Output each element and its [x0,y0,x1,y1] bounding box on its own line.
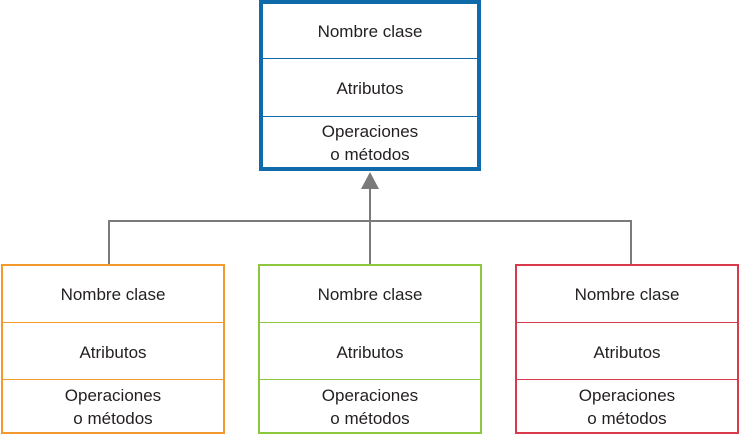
child-class-name: Nombre clase [60,284,166,304]
child-class-attributes: Atributos [79,342,147,362]
child-class-box-green: Nombre clase Atributos Operaciones o mét… [258,264,482,434]
child-divider-1 [517,322,737,323]
child-class-box-red: Nombre clase Atributos Operaciones o mét… [515,264,739,434]
parent-class-box: Nombre clase Atributos Operaciones o mét… [259,0,481,171]
parent-divider-1 [263,58,477,59]
child-class-box-orange: Nombre clase Atributos Operaciones o mét… [1,264,225,434]
child-divider-1 [260,322,480,323]
child-class-attributes: Atributos [336,342,404,362]
child-class-name: Nombre clase [317,284,423,304]
child-divider-2 [3,379,223,380]
parent-divider-2 [263,116,477,117]
parent-class-name: Nombre clase [317,21,423,41]
parent-class-operations: Operaciones o métodos [321,122,419,164]
child-class-operations: Operaciones o métodos [64,386,162,428]
child-class-operations: Operaciones o métodos [578,386,676,428]
child-divider-2 [260,379,480,380]
child-class-operations: Operaciones o métodos [321,386,419,428]
child-class-attributes: Atributos [593,342,661,362]
child-divider-2 [517,379,737,380]
inheritance-arrowhead [361,172,379,189]
child-divider-1 [3,322,223,323]
child-class-name: Nombre clase [574,284,680,304]
parent-class-attributes: Atributos [336,78,404,98]
